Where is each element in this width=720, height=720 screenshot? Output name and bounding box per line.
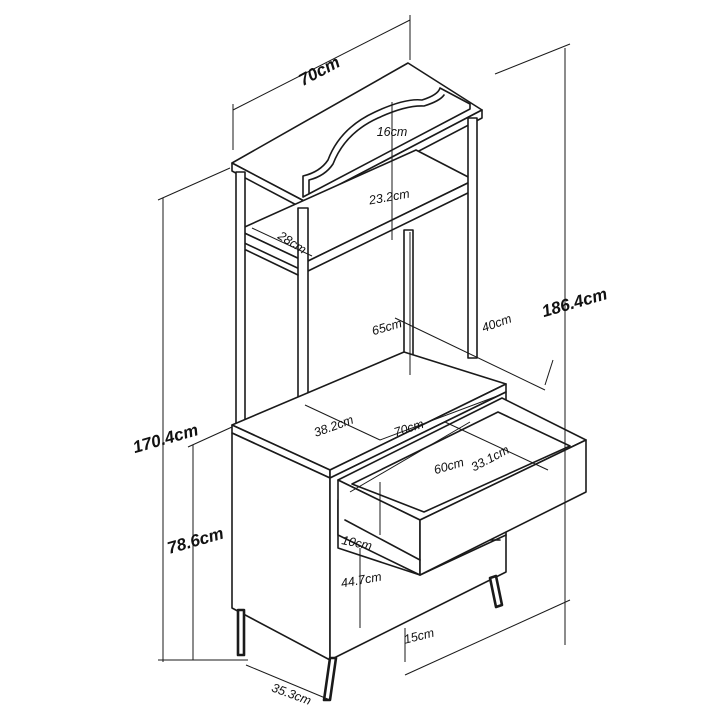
upper-depth-label: 40cm: [480, 311, 514, 335]
frame-open-height-label: 65cm: [370, 316, 403, 338]
base-depth-label: 35.3cm: [270, 681, 313, 708]
total-height-label: 186.4cm: [540, 284, 610, 321]
drawer-height-label: 10cm: [340, 533, 373, 553]
cabinet-height-label: 78.6cm: [165, 524, 226, 558]
open-drawer: [337, 397, 587, 576]
cabinet-legs: [236, 574, 504, 702]
dimension-lines: [157, 15, 571, 701]
crest-height-label: 16cm: [377, 125, 408, 139]
decorative-crest: [302, 87, 471, 198]
top-width-label: 70cm: [296, 53, 343, 90]
leg-height-label: 15cm: [403, 626, 436, 647]
frame-height-label: 170.4cm: [131, 420, 201, 457]
